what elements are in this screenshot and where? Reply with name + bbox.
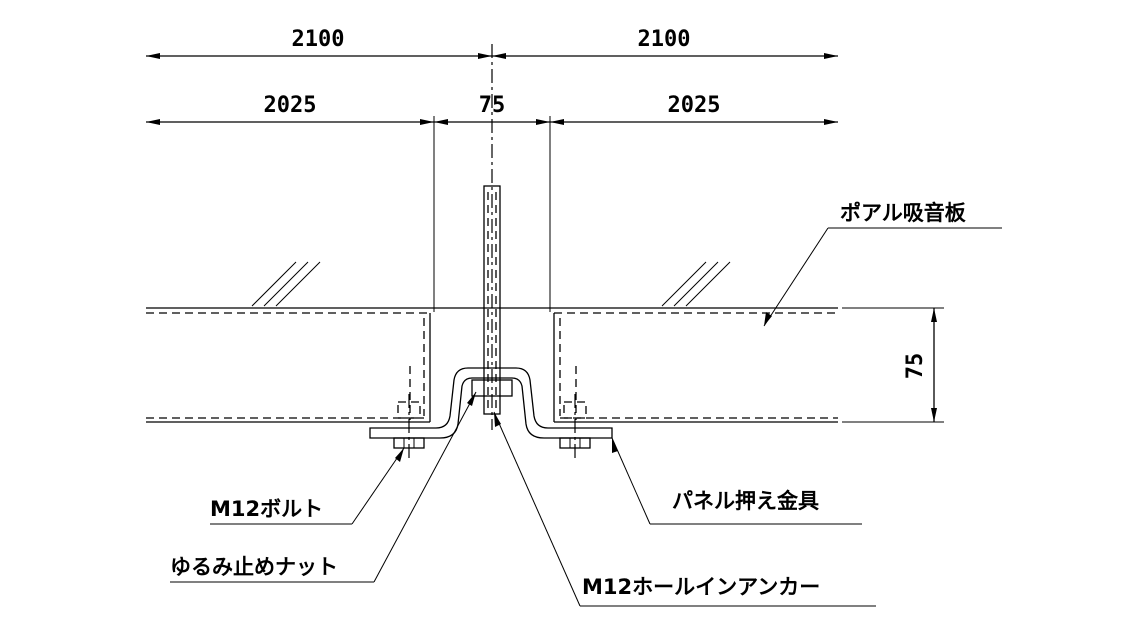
arrow-head [824, 119, 838, 125]
arrow-head [824, 53, 838, 59]
label-panel: ポアル吸音板 [840, 201, 967, 225]
leader-panel: ポアル吸音板 [763, 201, 1002, 327]
panel-clamp-bracket [369, 367, 613, 439]
arrow-head [612, 438, 618, 453]
arrow-head [467, 392, 476, 406]
label-bolt: M12ボルト [210, 497, 323, 521]
arrow-head [146, 53, 160, 59]
arrow-head [931, 308, 937, 322]
anchor-rod [483, 185, 501, 415]
leader-bolt: M12ボルト [210, 447, 405, 525]
arrow-head [550, 119, 564, 125]
thickness-dimension: 75 [842, 307, 944, 423]
dimension-top-right: 2100 [638, 27, 691, 52]
left-panel [146, 312, 431, 423]
dimension-mid-left: 2025 [264, 93, 317, 118]
arrow-head [420, 119, 434, 125]
label-anchor: M12ホールインアンカー [582, 575, 820, 599]
extension-lines [433, 116, 551, 312]
arrow-head [146, 119, 160, 125]
left-bolt [393, 394, 425, 462]
break-lines [251, 261, 731, 307]
arrow-head [536, 119, 550, 125]
arrow-head [395, 448, 404, 462]
right-panel [553, 312, 838, 423]
arrow-head [931, 408, 937, 422]
leader-panel-clamp: パネル押え金具 [611, 437, 862, 525]
arrow-head [492, 53, 506, 59]
arrow-head [494, 412, 501, 427]
leader-lock-nut: ゆるみ止めナット [170, 391, 477, 583]
dimension-thickness: 75 [903, 353, 928, 380]
dimension-mid-right: 2025 [668, 93, 721, 118]
dimension-top-left: 2100 [292, 27, 345, 52]
right-bolt [559, 394, 591, 462]
lock-nut [471, 379, 513, 397]
label-panel-clamp: パネル押え金具 [672, 489, 819, 513]
label-lock-nut: ゆるみ止めナット [170, 555, 338, 579]
arrow-head [434, 119, 448, 125]
leader-anchor: M12ホールインアンカー [493, 411, 876, 607]
arrow-head [478, 53, 492, 59]
arrow-head [764, 312, 772, 326]
